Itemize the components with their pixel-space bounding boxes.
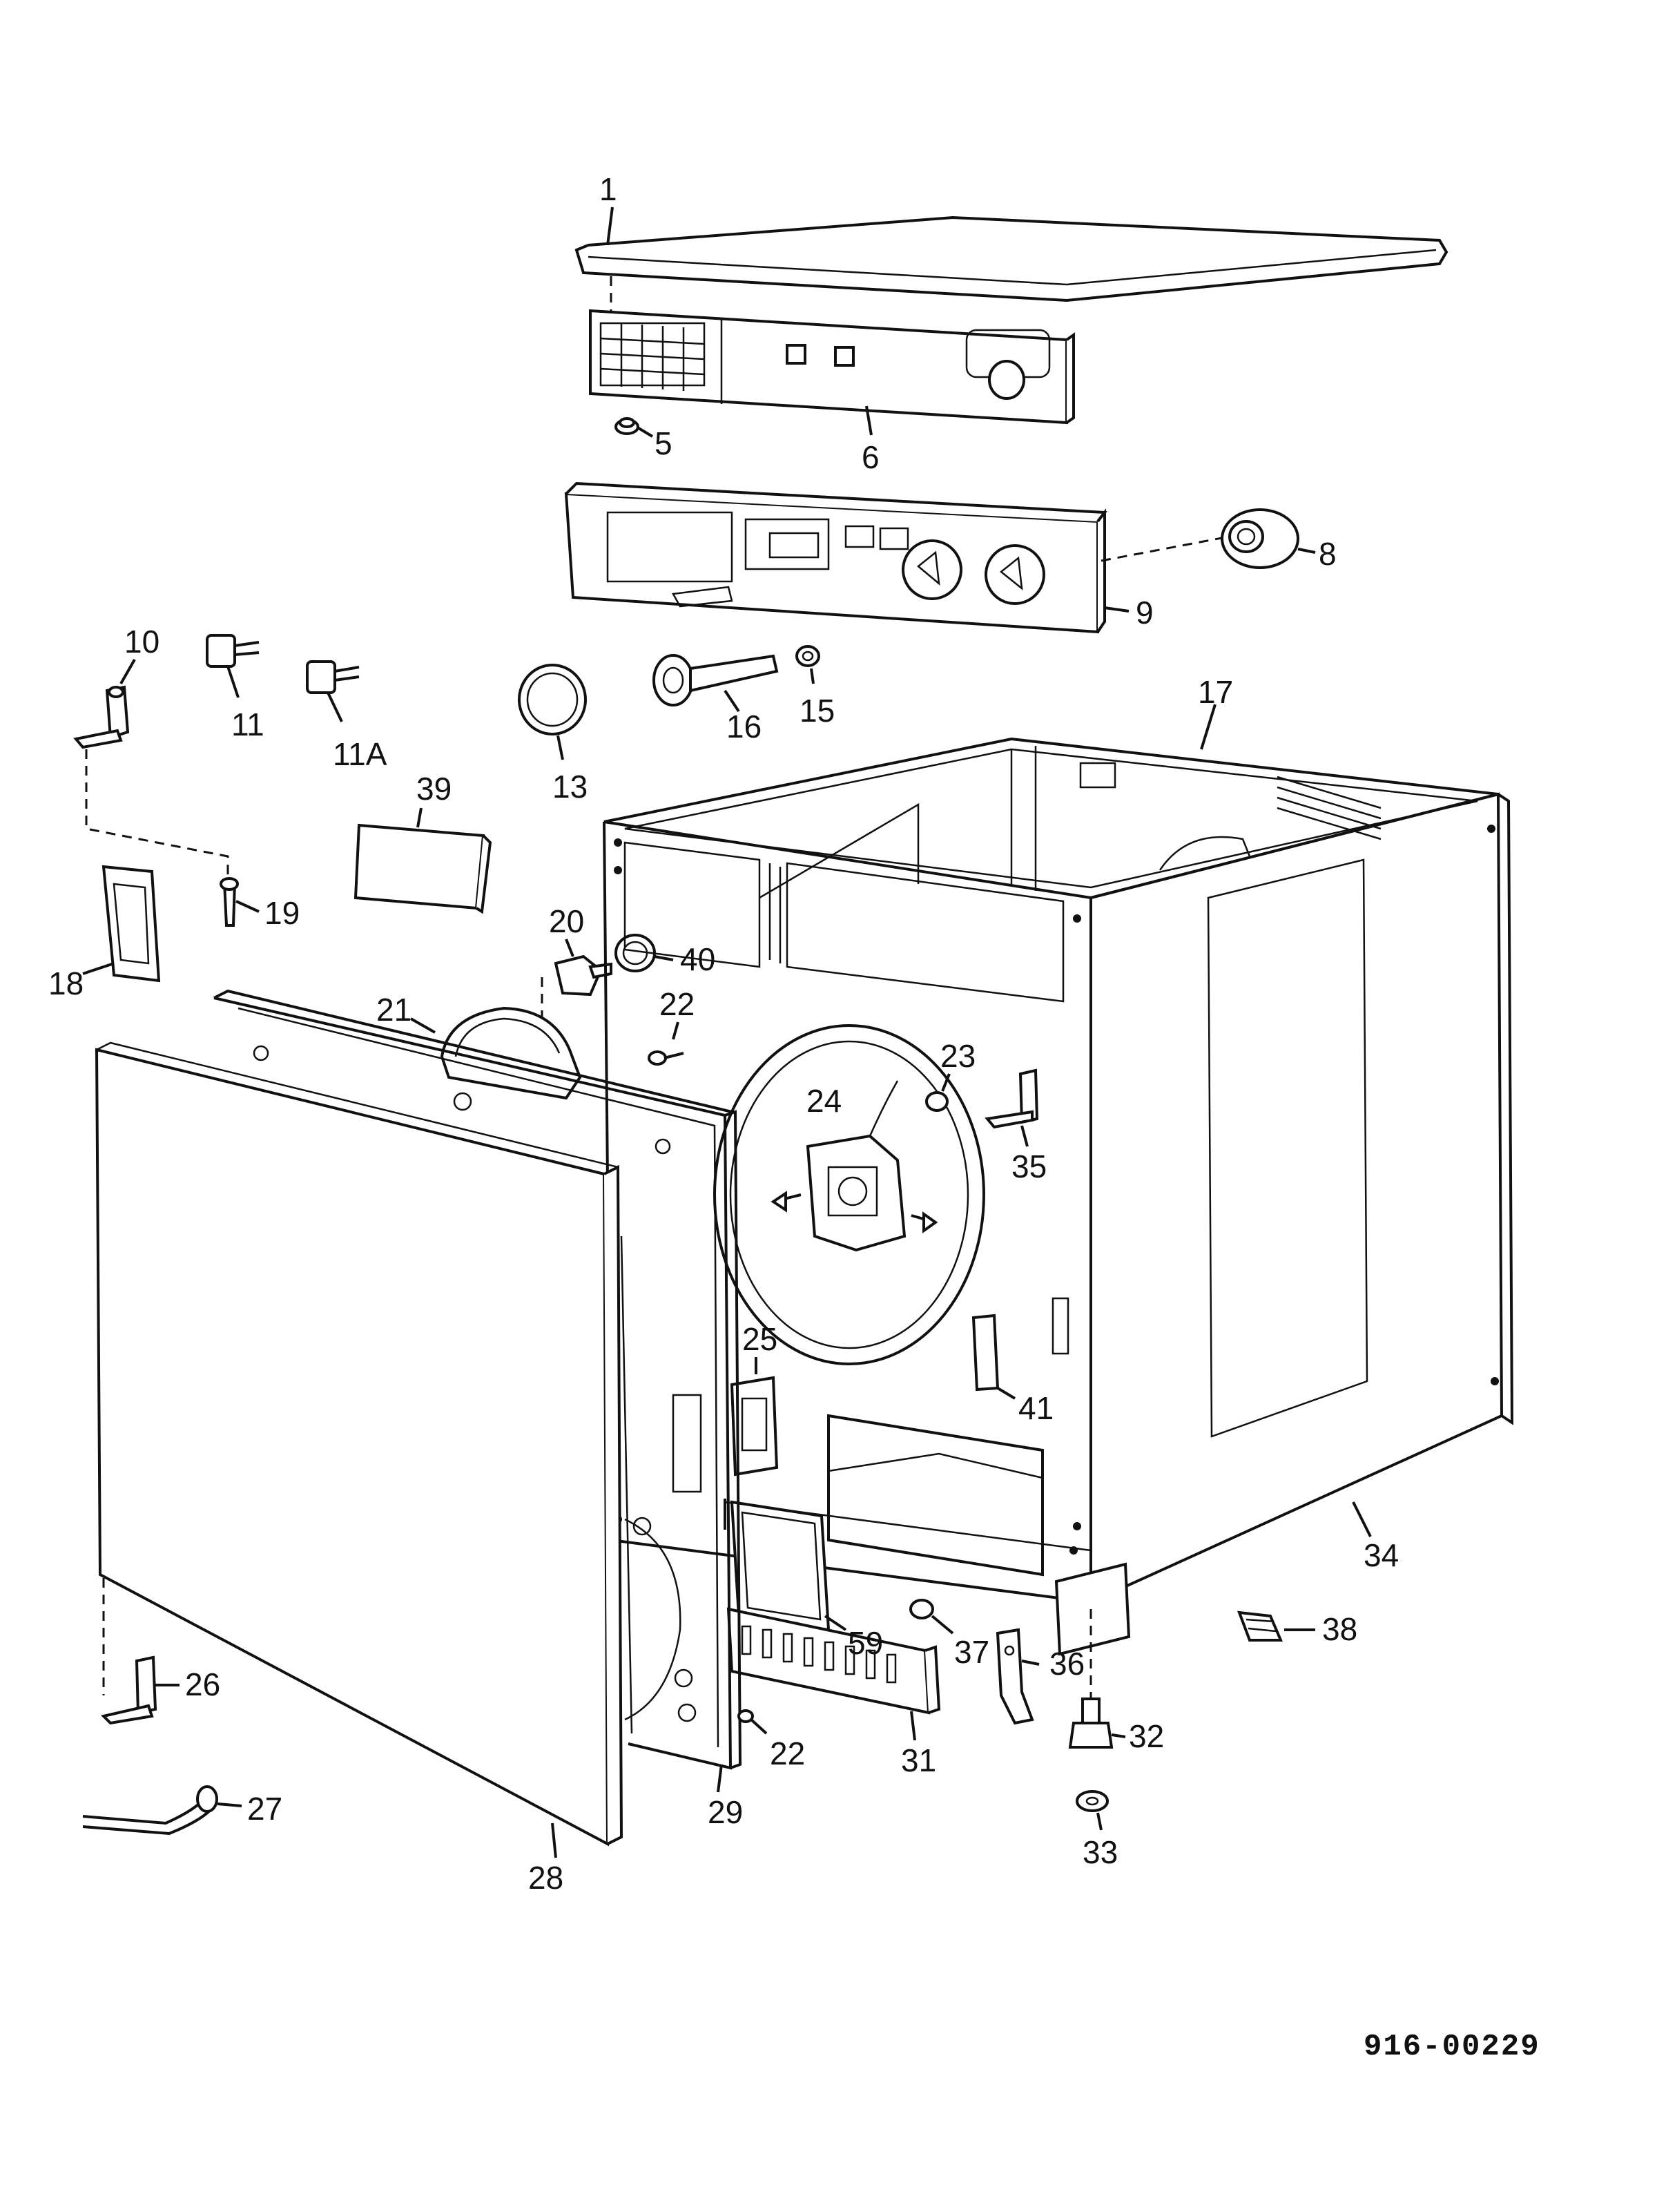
label-16: 16 [726,709,762,744]
label-31: 31 [901,1742,936,1778]
label-39: 39 [416,771,452,807]
label-38: 38 [1322,1611,1357,1647]
label-24: 24 [806,1083,842,1119]
label-10: 10 [124,624,159,660]
label-8: 8 [1319,536,1337,572]
label-26: 26 [185,1666,220,1702]
label-20: 20 [549,903,584,939]
label-11A: 11A [333,736,387,772]
hose [82,1785,242,1836]
label-41: 41 [1018,1390,1054,1426]
label-28: 28 [528,1860,563,1896]
label-15: 15 [800,693,835,729]
label-33: 33 [1083,1834,1118,1870]
drawing-number: 916-00229 [1364,2030,1540,2064]
adjustable-foot [1068,1609,1126,1749]
timer-shaft [652,654,779,713]
label-27: 27 [247,1791,282,1827]
label-11: 11 [231,706,264,742]
label-22-lower: 22 [770,1735,805,1771]
clip-strip [1237,1610,1315,1642]
clip [614,417,654,438]
label-36: 36 [1049,1646,1085,1682]
label-37: 37 [954,1634,989,1670]
label-29: 29 [708,1794,743,1830]
foam-pad [353,807,492,914]
sound-pad [971,1297,1069,1400]
inner-door-frame [213,989,742,1793]
label-6: 6 [862,439,880,475]
label-1: 1 [599,171,617,207]
label-9: 9 [1136,595,1154,631]
label-21: 21 [376,992,411,1028]
label-40: 40 [680,941,715,977]
washer [1076,1790,1109,1831]
kick-plate [726,1607,941,1741]
door-gasket-ring [410,1006,582,1100]
latch-bracket [730,1357,779,1477]
label-5: 5 [655,425,672,461]
screw-lower [737,1709,768,1735]
label-18: 18 [48,965,84,1001]
top-cover [574,206,1448,302]
label-34: 34 [1364,1537,1399,1573]
switch [206,634,260,698]
bearing-bracket [771,1080,938,1252]
door-hinge-upper [73,659,136,749]
foot-bracket [996,1628,1040,1725]
door-lock [554,939,612,997]
label-59: 59 [848,1625,883,1661]
screw-plug [909,1599,954,1635]
switch-alt [306,660,360,722]
label-17: 17 [1198,674,1233,710]
control-panel-fascia [589,276,1075,425]
label-35: 35 [1011,1148,1047,1184]
label-25: 25 [742,1321,777,1357]
nut [795,645,820,684]
bracket [985,1068,1039,1147]
front-door-panel [95,1041,623,1858]
label-32: 32 [1129,1718,1164,1754]
pin [220,877,260,927]
knob [1221,508,1316,569]
door-handle [82,865,161,983]
control-panel-housing [564,481,1107,634]
label-22: 22 [659,986,695,1022]
grommet [925,1073,951,1112]
label-13: 13 [552,769,588,805]
part-labels: 1 5 6 8 9 10 11 11A 13 15 16 17 18 19 20… [48,171,1399,1896]
label-19: 19 [264,895,300,931]
filter-cap [518,664,587,760]
door-hinge-lower [101,1655,180,1725]
label-23: 23 [940,1038,976,1074]
screw [648,1021,684,1066]
